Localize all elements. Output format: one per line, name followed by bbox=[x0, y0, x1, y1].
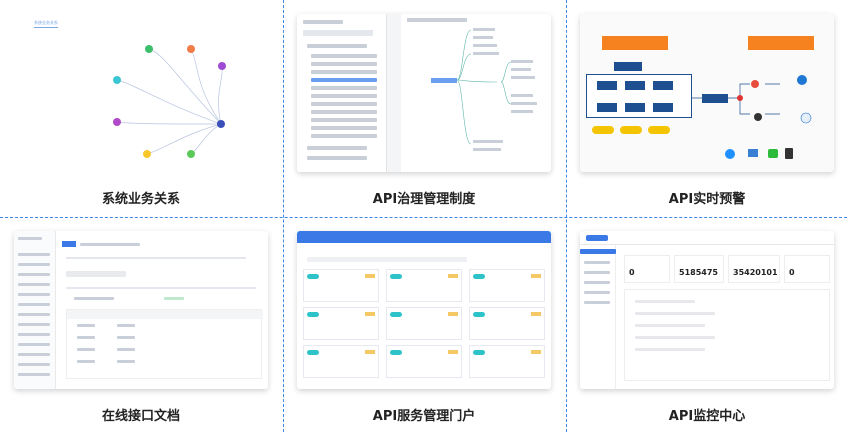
phone-icon bbox=[785, 148, 793, 159]
panel-monitor-center[interactable]: 0 5185475 35420101 0 API监控中心 bbox=[566, 217, 847, 432]
flow-group bbox=[586, 74, 692, 118]
divider-horizontal bbox=[0, 217, 847, 218]
business-relation-screenshot: 系统业务关系 bbox=[14, 14, 268, 172]
divider-vertical-1 bbox=[283, 0, 284, 432]
stat-card: 5185475 bbox=[674, 255, 724, 283]
governance-sidebar bbox=[297, 14, 387, 172]
governance-screenshot bbox=[297, 14, 551, 172]
row bbox=[311, 54, 377, 58]
panel-caption: API治理管理制度 bbox=[372, 192, 476, 207]
alert-dot bbox=[737, 95, 743, 101]
node-lightgreen[interactable] bbox=[187, 150, 195, 158]
row bbox=[311, 102, 377, 106]
panel-caption: API监控中心 bbox=[668, 409, 746, 424]
monitor-header bbox=[580, 231, 834, 245]
stat-value: 0 bbox=[789, 268, 795, 277]
cloud-logo-icon bbox=[586, 235, 608, 241]
row-selected[interactable] bbox=[311, 78, 377, 82]
node-center[interactable] bbox=[217, 120, 225, 128]
flow-pill bbox=[592, 126, 614, 134]
mail-icon bbox=[748, 149, 758, 157]
node-magenta[interactable] bbox=[113, 118, 121, 126]
docs-tab-active[interactable] bbox=[62, 241, 76, 247]
flow-pill bbox=[648, 126, 670, 134]
portal-screenshot bbox=[297, 231, 551, 389]
mindmap bbox=[407, 18, 537, 151]
relation-tab: 系统业务关系 bbox=[34, 20, 58, 28]
flow-node bbox=[702, 94, 728, 103]
flow-node bbox=[614, 62, 642, 71]
node-green[interactable] bbox=[145, 45, 153, 53]
panel-caption: API服务管理门户 bbox=[372, 409, 476, 424]
stat-card: 35420101 bbox=[728, 255, 780, 283]
panel-caption: API实时预警 bbox=[668, 192, 746, 207]
settings-icon bbox=[800, 112, 812, 124]
relation-graph bbox=[113, 45, 226, 158]
person-icon bbox=[754, 113, 762, 121]
toolbar-rail bbox=[387, 14, 401, 172]
monitor-sidebar bbox=[580, 245, 616, 389]
stat-card: 0 bbox=[784, 255, 830, 283]
node-cyan[interactable] bbox=[113, 76, 121, 84]
search-box bbox=[303, 30, 373, 36]
panel-business-relation[interactable]: 系统业务关系 系统业 bbox=[0, 0, 282, 216]
qq-icon bbox=[725, 149, 735, 159]
wechat-icon bbox=[768, 149, 778, 158]
row bbox=[311, 94, 377, 98]
panel-online-docs[interactable]: 在线接口文档 bbox=[0, 217, 282, 432]
docs-screenshot bbox=[14, 231, 268, 389]
stat-card: 0 bbox=[624, 255, 670, 283]
panel-caption: 在线接口文档 bbox=[101, 409, 180, 424]
portal-topbar bbox=[297, 231, 551, 243]
row bbox=[311, 126, 377, 130]
panel-governance[interactable]: API治理管理制度 bbox=[283, 0, 565, 216]
alert-flow bbox=[692, 75, 812, 159]
row bbox=[303, 20, 343, 24]
monitor-screenshot: 0 5185475 35420101 0 bbox=[580, 231, 834, 389]
row bbox=[311, 70, 377, 74]
stat-value: 35420101 bbox=[733, 268, 778, 277]
docs-table bbox=[66, 309, 263, 379]
row bbox=[311, 62, 377, 66]
divider-vertical-2 bbox=[566, 0, 567, 432]
flow-pill bbox=[620, 126, 642, 134]
stat-value: 0 bbox=[629, 268, 635, 277]
row bbox=[307, 44, 367, 48]
row bbox=[307, 146, 367, 150]
docs-sidebar bbox=[14, 231, 56, 389]
stat-value: 5185475 bbox=[679, 268, 718, 277]
panel-service-portal[interactable]: API服务管理门户 bbox=[283, 217, 565, 432]
person-icon bbox=[751, 80, 759, 88]
panel-caption: 系统业务关系 bbox=[101, 192, 180, 207]
monitor-table bbox=[624, 289, 830, 381]
row bbox=[311, 134, 377, 138]
row bbox=[311, 118, 377, 122]
alert-banner bbox=[748, 36, 814, 50]
row bbox=[307, 156, 367, 160]
chart-icon bbox=[797, 75, 807, 85]
node-purple[interactable] bbox=[218, 62, 226, 70]
row bbox=[311, 86, 377, 90]
panel-realtime-alert[interactable]: API实时预警 bbox=[566, 0, 847, 216]
alert-screenshot bbox=[580, 14, 834, 172]
node-yellow[interactable] bbox=[143, 150, 151, 158]
node-orange[interactable] bbox=[187, 45, 195, 53]
row bbox=[311, 110, 377, 114]
alert-banner bbox=[602, 36, 668, 50]
